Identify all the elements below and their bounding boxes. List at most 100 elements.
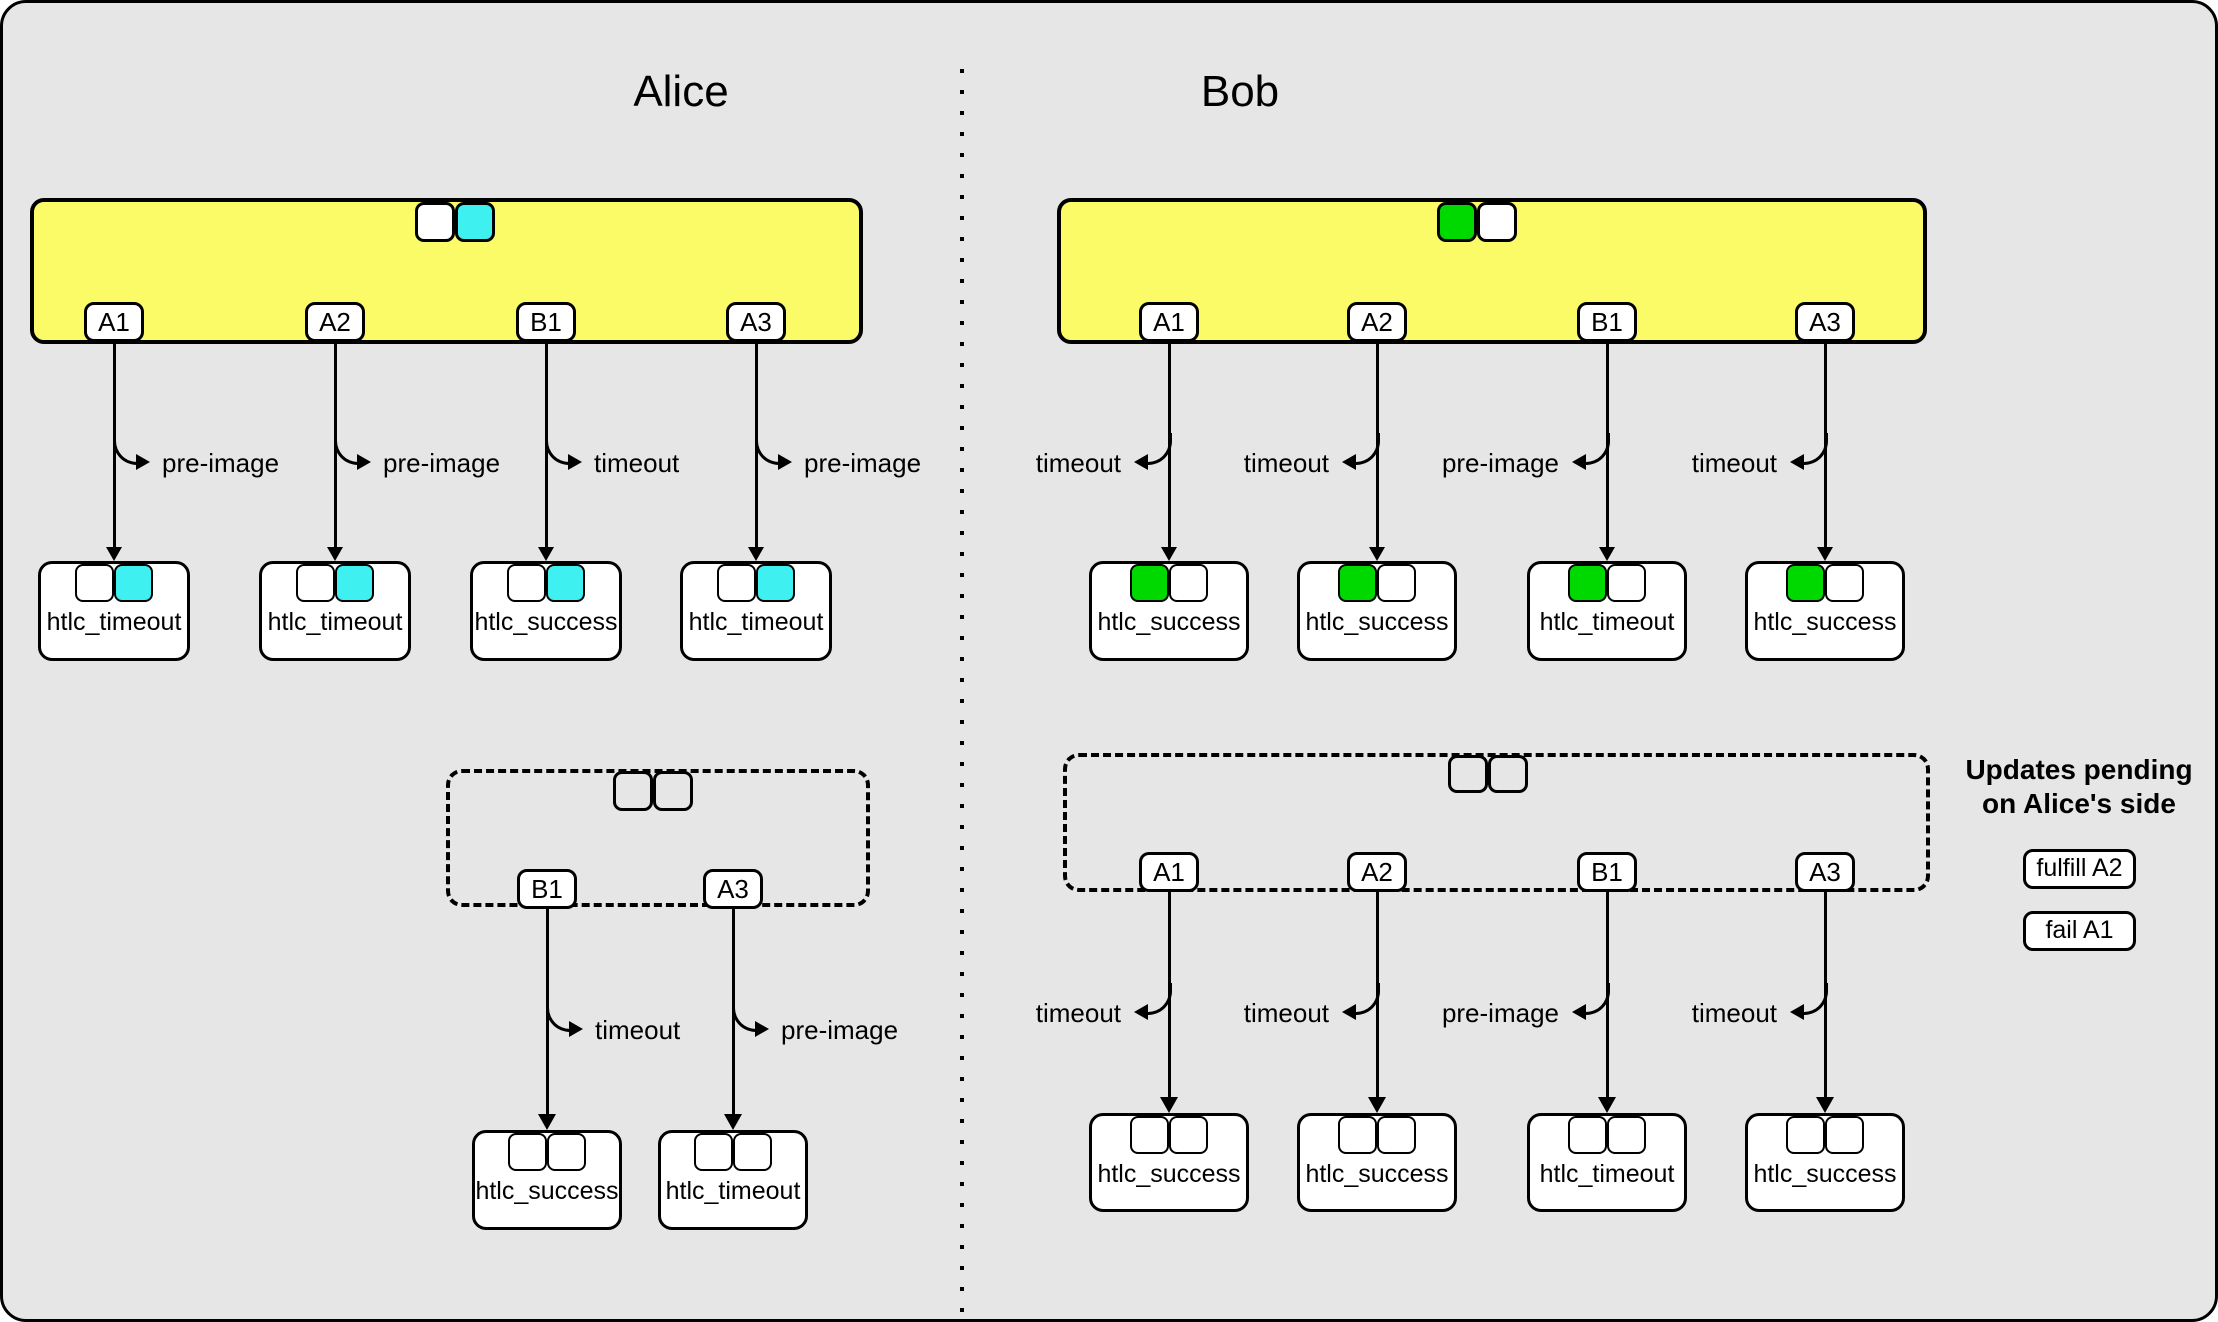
arrow-label: timeout	[1035, 998, 1121, 1028]
htlc-slot-green	[1338, 564, 1377, 602]
arrowhead-right-icon	[357, 454, 371, 470]
htlc-box-label: htlc_success	[475, 1177, 619, 1205]
htlc-tx-box: htlc_timeout	[1527, 1113, 1687, 1212]
arrow-label: pre-image	[1441, 448, 1559, 478]
arrowhead-down-icon	[1598, 1097, 1616, 1113]
arrowhead-down-icon	[1817, 547, 1833, 561]
bob-title: Bob	[1200, 67, 1280, 116]
legend-heading-line2: on Alice's side	[1982, 788, 2176, 819]
htlc-slot-empty	[1130, 1116, 1169, 1154]
output-tab: A3	[726, 302, 786, 342]
arrow-label: timeout	[594, 448, 680, 478]
legend-heading-line1: Updates pending	[1965, 754, 2193, 785]
htlc-box-label: htlc_success	[474, 608, 618, 636]
htlc-slot-empty	[694, 1133, 733, 1171]
htlc-slot-empty	[1568, 1116, 1607, 1154]
arrowhead-left-icon	[1572, 454, 1586, 470]
alice-title: Alice	[633, 67, 729, 116]
htlc-box-label: htlc_success	[1097, 1160, 1241, 1188]
htlc-slot-empty	[1786, 1116, 1825, 1154]
arrowhead-right-icon	[778, 454, 792, 470]
output-tab: A2	[305, 302, 365, 342]
htlc-box-label: htlc_timeout	[46, 608, 182, 636]
arrowhead-down-icon	[538, 547, 554, 561]
htlc-box-label: htlc_timeout	[267, 608, 403, 636]
arrowhead-left-icon	[1572, 1004, 1586, 1020]
htlc-box-label: htlc_success	[1097, 608, 1241, 636]
arrowhead-down-icon	[1599, 547, 1615, 561]
pending-slot-empty	[1488, 755, 1528, 793]
htlc-slot-green	[1786, 564, 1825, 602]
arrowhead-down-icon	[1816, 1097, 1834, 1113]
arrowhead-left-icon	[1134, 454, 1148, 470]
output-tab: A2	[1347, 852, 1407, 892]
htlc-box-label: htlc_timeout	[688, 608, 824, 636]
htlc-slot-empty	[1169, 1116, 1208, 1154]
htlc-box-label: htlc_success	[1305, 608, 1449, 636]
arrowhead-down-icon	[327, 547, 343, 561]
htlc-box-label: htlc_success	[1753, 1160, 1897, 1188]
legend-heading: Updates pending on Alice's side	[1948, 753, 2210, 821]
alice-commitment-slot-cyan	[455, 202, 495, 242]
arrow-label: pre-image	[162, 448, 280, 478]
htlc-slot-white	[75, 564, 114, 602]
htlc-slot-white	[1825, 564, 1864, 602]
arrow-label: timeout	[1691, 448, 1777, 478]
arrowhead-right-icon	[755, 1021, 769, 1037]
output-tab: A3	[703, 869, 763, 909]
output-tab: B1	[1577, 852, 1637, 892]
htlc-slot-empty	[1377, 1116, 1416, 1154]
arrowhead-down-icon	[1160, 1097, 1178, 1113]
legend-action-fulfill: fulfill A2	[2023, 849, 2136, 889]
htlc-slot-empty	[1607, 1116, 1646, 1154]
output-tab: A3	[1795, 852, 1855, 892]
output-tab: B1	[517, 869, 577, 909]
htlc-slot-empty	[1825, 1116, 1864, 1154]
htlc-tx-box: htlc_success	[1089, 1113, 1249, 1212]
arrowhead-down-icon	[106, 547, 122, 561]
pending-slot-empty	[613, 771, 653, 811]
arrow-label: pre-image	[781, 1015, 899, 1045]
arrow-label: timeout	[1243, 998, 1329, 1028]
arrowhead-down-icon	[1368, 1097, 1386, 1113]
arrowhead-right-icon	[568, 454, 582, 470]
htlc-slot-green	[1568, 564, 1607, 602]
arrowhead-right-icon	[136, 454, 150, 470]
output-tab: A1	[1139, 852, 1199, 892]
arrowhead-down-icon	[538, 1114, 556, 1130]
arrowhead-left-icon	[1134, 1004, 1148, 1020]
legend-action-fail: fail A1	[2023, 911, 2136, 951]
arrow-label: pre-image	[804, 448, 922, 478]
htlc-slot-cyan	[756, 564, 795, 602]
arrowhead-down-icon	[748, 547, 764, 561]
htlc-slot-cyan	[335, 564, 374, 602]
arrow-label: timeout	[1035, 448, 1121, 478]
alice-commitment-slot-white	[415, 202, 455, 242]
htlc-slot-empty	[733, 1133, 772, 1171]
htlc-box-label: htlc_timeout	[665, 1177, 801, 1205]
bob-commitment-slot-green	[1437, 202, 1477, 242]
arrowhead-down-icon	[1161, 547, 1177, 561]
arrowhead-left-icon	[1342, 1004, 1356, 1020]
htlc-slot-white	[1169, 564, 1208, 602]
output-tab: A1	[1139, 302, 1199, 342]
htlc-box-label: htlc_timeout	[1539, 1160, 1675, 1188]
htlc-slot-white	[717, 564, 756, 602]
bob-commitment-slot-white	[1477, 202, 1517, 242]
pending-slot-empty	[1448, 755, 1488, 793]
arrow-label: timeout	[595, 1015, 681, 1045]
htlc-slot-cyan	[546, 564, 585, 602]
pending-slot-empty	[653, 771, 693, 811]
htlc-box-label: htlc_timeout	[1539, 608, 1675, 636]
output-tab: A3	[1795, 302, 1855, 342]
htlc-box-label: htlc_success	[1305, 1160, 1449, 1188]
output-tab: B1	[516, 302, 576, 342]
arrowhead-right-icon	[569, 1021, 583, 1037]
htlc-box-label: htlc_success	[1753, 608, 1897, 636]
htlc-slot-cyan	[114, 564, 153, 602]
htlc-tx-box: htlc_success	[472, 1130, 622, 1230]
divider-dotted-line	[960, 69, 964, 1313]
arrow-label: pre-image	[383, 448, 501, 478]
htlc-tx-box: htlc_success	[1745, 1113, 1905, 1212]
arrowhead-down-icon	[1369, 547, 1385, 561]
